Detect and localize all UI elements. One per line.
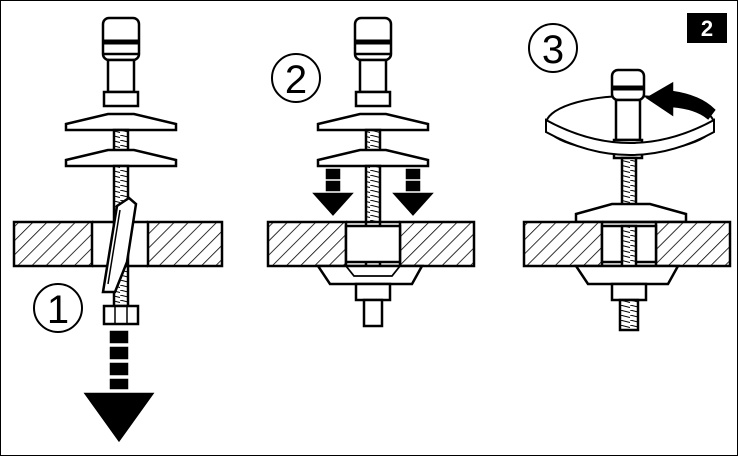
step-2-number: 2 — [285, 58, 307, 102]
figure-badge: 2 — [687, 13, 727, 43]
step-1-illustration — [12, 16, 224, 443]
figure-number: 2 — [701, 16, 713, 41]
step-2-marker: 2 — [271, 53, 321, 103]
step-1-marker: 1 — [33, 283, 83, 333]
step-3-number: 3 — [542, 28, 564, 72]
step-1-number: 1 — [47, 288, 69, 332]
step-2-illustration — [266, 16, 476, 328]
step-3-illustration — [522, 68, 732, 332]
step-3-marker: 3 — [528, 23, 578, 73]
